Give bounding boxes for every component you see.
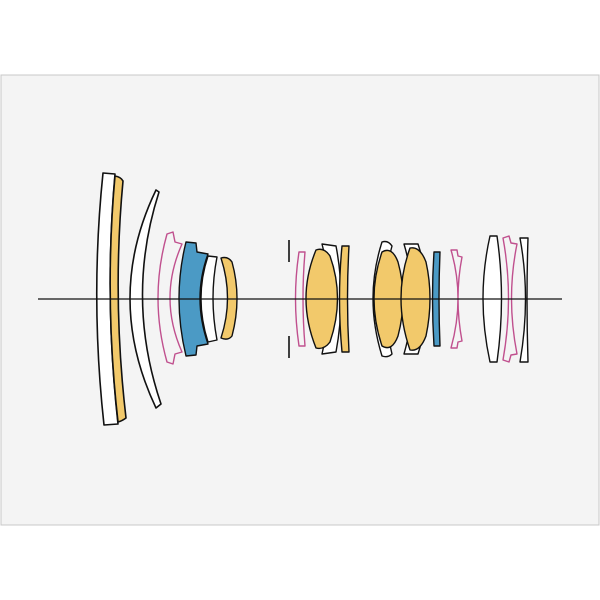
element-8-aspherical	[294, 251, 306, 347]
element-3-meniscus	[129, 189, 162, 409]
element-19-aspherical	[502, 235, 518, 363]
element-4-aspherical	[157, 231, 183, 365]
diagram-frame	[0, 74, 600, 526]
element-20-clear	[519, 237, 529, 363]
element-7-ed	[220, 256, 238, 340]
element-17-aspherical	[450, 249, 463, 349]
